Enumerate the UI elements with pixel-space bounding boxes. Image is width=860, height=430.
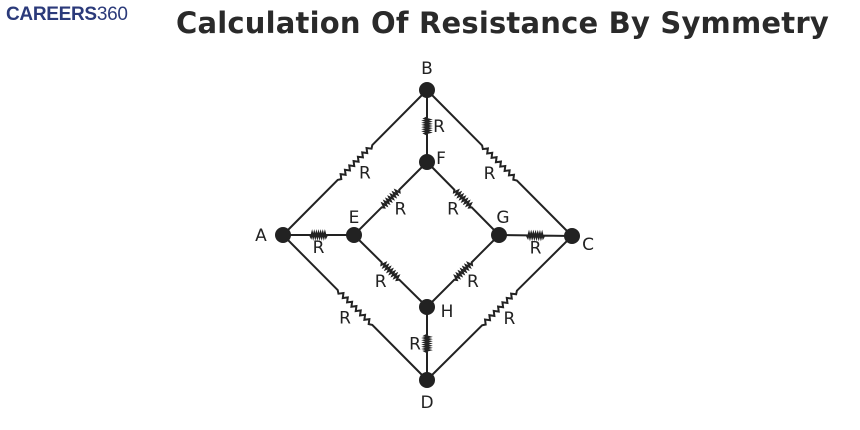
resistor-label: R	[359, 163, 371, 183]
node-dot	[419, 154, 435, 170]
logo-bold-text: CAREERS	[6, 4, 97, 25]
node-E: E	[346, 208, 362, 243]
resistor-EF: R	[353, 161, 428, 236]
node-A: A	[255, 226, 291, 246]
page-title: Calculation Of Resistance By Symmetry	[176, 6, 829, 40]
node-dot	[346, 227, 362, 243]
resistor-AD: R	[282, 234, 428, 381]
node-label: E	[349, 208, 360, 228]
resistor-label: R	[409, 335, 421, 355]
node-dot	[419, 372, 435, 388]
node-label: C	[582, 235, 594, 255]
resistor-HG: R	[426, 234, 500, 308]
node-label: H	[441, 302, 454, 322]
node-dot	[419, 299, 435, 315]
node-G: G	[491, 208, 510, 243]
node-B: B	[419, 59, 435, 98]
resistor-label: R	[484, 164, 496, 184]
resistor-FG: R	[426, 161, 500, 236]
resistor-GC: R	[498, 229, 573, 259]
resistor-label: R	[530, 239, 542, 259]
resistor-BC: R	[426, 89, 573, 237]
node-F: F	[419, 149, 446, 170]
resistor-label: R	[433, 117, 445, 137]
resistor-label: R	[467, 272, 479, 292]
node-H: H	[419, 299, 453, 322]
node-dot	[491, 227, 507, 243]
resistor-BF: R	[421, 90, 445, 162]
node-D: D	[419, 372, 435, 413]
resistor-HD: R	[409, 307, 433, 380]
node-dot	[564, 228, 580, 244]
node-dot	[275, 227, 291, 243]
node-label: G	[496, 208, 509, 228]
careers360-logo: CAREERS360	[6, 4, 128, 26]
resistor-label: R	[394, 199, 406, 219]
resistor-label: R	[447, 199, 459, 219]
resistor-label: R	[313, 238, 325, 258]
logo-light-text: 360	[96, 4, 128, 25]
resistor-AE: R	[283, 229, 354, 258]
node-label: A	[255, 226, 267, 246]
node-C: C	[564, 228, 594, 255]
node-dot	[419, 82, 435, 98]
resistor-AB: R	[282, 89, 428, 236]
node-label: D	[420, 393, 433, 413]
resistor-EH: R	[353, 234, 428, 308]
node-label: F	[436, 149, 446, 169]
resistor-DC: R	[426, 235, 573, 381]
resistor-label: R	[339, 308, 351, 328]
resistor-label: R	[375, 272, 387, 292]
node-label: B	[421, 59, 433, 79]
resistor-label: R	[503, 309, 515, 329]
